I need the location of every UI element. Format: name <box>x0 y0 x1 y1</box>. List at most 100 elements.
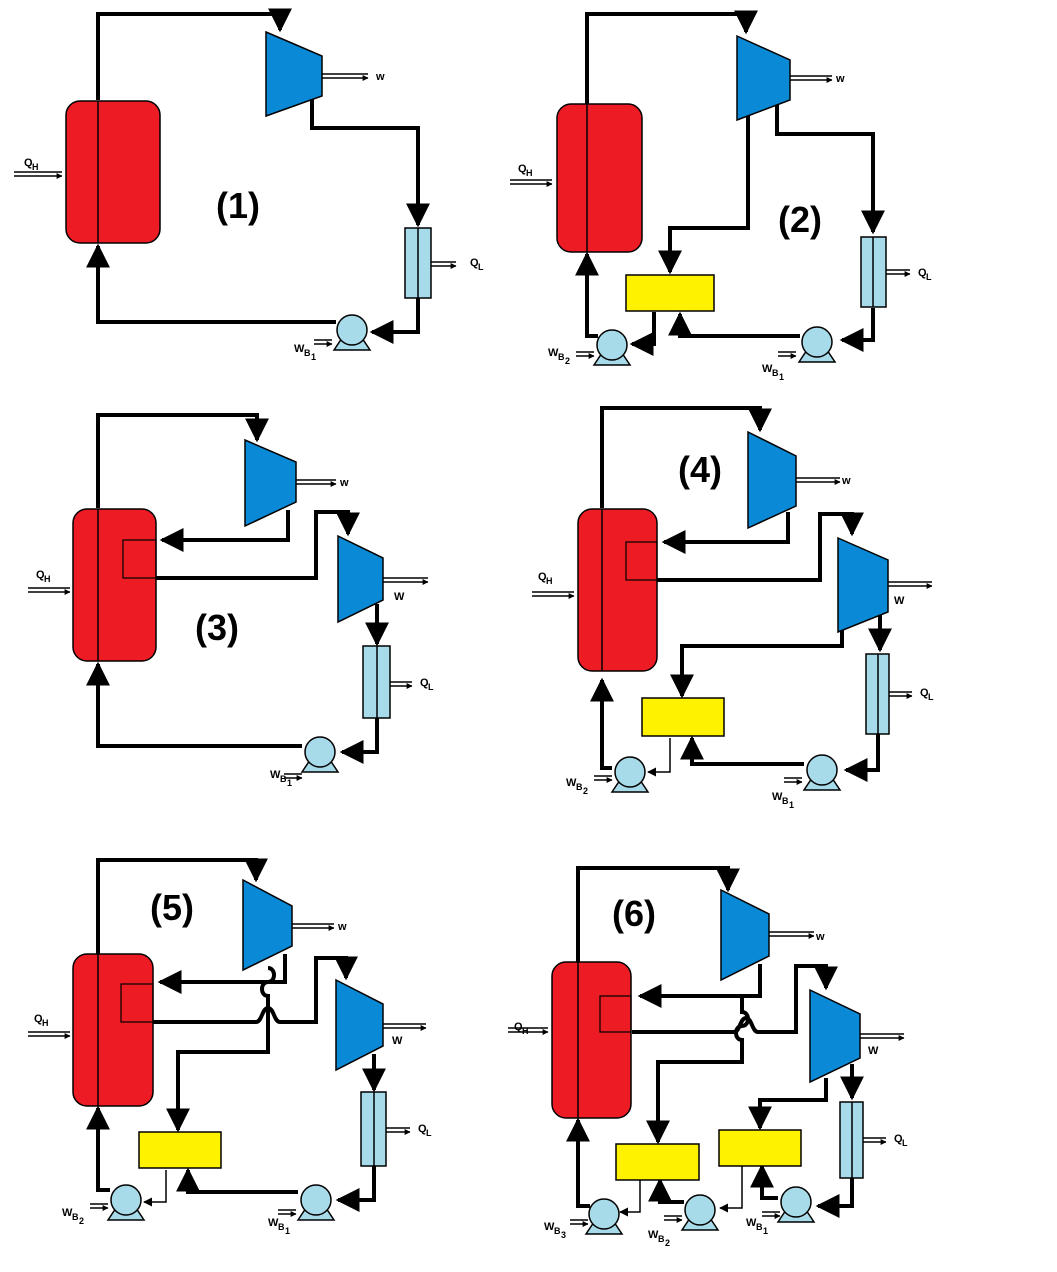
reheat-return-line <box>661 512 790 554</box>
pump1-work-label-sub: B <box>756 1222 763 1232</box>
boiler <box>72 508 157 662</box>
qh-label-sub: H <box>522 1026 529 1036</box>
pump2-work-label: W <box>62 1207 73 1219</box>
pump2-work-label-sub: B <box>558 352 565 362</box>
panel-number: (3) <box>195 607 239 648</box>
panel-2: (2) <box>510 10 910 366</box>
pump1-work-label: W <box>762 363 773 375</box>
hp-work-label: w <box>337 921 347 933</box>
qh-label: Q <box>24 157 33 169</box>
hp-turbine <box>747 430 797 530</box>
pump1-to-heater <box>668 311 800 338</box>
panel-4: (4) <box>532 406 932 793</box>
bleed-line <box>670 620 844 699</box>
qh-label-sub: H <box>546 576 553 586</box>
reheat-return-line <box>637 964 762 1008</box>
hp-work-label: w <box>841 475 851 487</box>
ql-label: Q <box>920 687 929 699</box>
condensate-line <box>369 298 420 344</box>
pump-2 <box>611 756 649 793</box>
ql-label: Q <box>894 1133 903 1145</box>
panel-1: (1) <box>14 8 456 351</box>
qh-label: Q <box>514 1021 523 1033</box>
feedwater-heater-1 <box>615 1143 700 1181</box>
heater-to-pump2 <box>629 312 656 356</box>
reheat-return-line <box>159 510 290 552</box>
pump2-work-label: W <box>566 777 577 789</box>
steam-line <box>600 406 772 508</box>
work-label: w <box>835 73 845 85</box>
panel-5: (5) <box>28 858 426 1221</box>
pump1-work-label-index: 1 <box>311 352 316 362</box>
panel-number: (2) <box>778 199 822 240</box>
feedwater-heater <box>138 1131 222 1169</box>
pump2-work-label-sub: B <box>576 782 583 792</box>
reheat-outlet-line <box>155 510 360 580</box>
pump1-work-label-index: 1 <box>287 778 292 788</box>
pump2-work-label-index: 2 <box>583 786 588 796</box>
pump-3 <box>585 1198 623 1235</box>
qh-label: Q <box>518 163 527 175</box>
ql-label-sub: L <box>928 692 934 702</box>
lp-work-label: W <box>868 1045 879 1057</box>
pump1-work-label-index: 1 <box>763 1226 768 1236</box>
qh-label: Q <box>36 569 45 581</box>
steam-line <box>96 413 269 508</box>
pump1-work-label-index: 1 <box>779 372 784 382</box>
lp-turbine <box>337 534 384 624</box>
steam-line <box>585 10 758 104</box>
turbine-exhaust-line <box>775 104 885 235</box>
feedwater-line <box>590 677 614 770</box>
hp-work-label: w <box>339 477 349 489</box>
ql-label-sub: L <box>426 1128 432 1138</box>
pump-2 <box>593 329 631 366</box>
boiler <box>72 953 154 1107</box>
pump1-work-label: W <box>294 343 305 355</box>
pump2-work-label: W <box>648 1229 659 1241</box>
steam-line <box>576 866 740 962</box>
pump2-work-label-index: 2 <box>665 1238 670 1248</box>
pump1-work-label-index: 1 <box>285 1226 290 1236</box>
boiler <box>556 103 643 253</box>
pump1-to-heater2 <box>750 1163 778 1200</box>
pump1-to-heater <box>176 1167 298 1194</box>
pump-1 <box>803 754 841 791</box>
hp-turbine <box>244 438 297 528</box>
feedwater-line <box>575 251 599 338</box>
steam-line <box>96 8 292 100</box>
qh-label-sub: H <box>526 168 533 178</box>
pump-1 <box>798 326 836 363</box>
pump1-work-label: W <box>772 791 783 803</box>
hp-turbine <box>242 878 293 972</box>
hp-work-label: w <box>815 931 825 943</box>
lp-work-label: W <box>894 595 905 607</box>
bleed-line <box>166 966 276 1133</box>
reheat-outlet-line <box>657 512 864 582</box>
pump3-work-label-index: 3 <box>561 1230 566 1240</box>
condensate-line <box>339 718 379 764</box>
pump-2 <box>107 1184 145 1221</box>
lp-work-label: W <box>394 591 405 603</box>
pump-1 <box>297 1184 335 1221</box>
qh-label-sub: H <box>32 162 39 172</box>
lp-turbine <box>837 536 889 634</box>
pump1-work-label-sub: B <box>278 1222 285 1232</box>
ql-label: Q <box>470 257 479 269</box>
bleed-line-2 <box>748 1078 828 1131</box>
panel-number: (1) <box>216 185 260 226</box>
pump-2 <box>681 1194 719 1231</box>
feedwater-line <box>86 661 302 748</box>
pump-1 <box>333 314 371 351</box>
pump1-work-label-sub: B <box>304 348 311 358</box>
pump-1 <box>777 1186 815 1223</box>
pump2-to-heater1 <box>648 1177 684 1204</box>
pump3-work-label-sub: B <box>554 1226 561 1236</box>
feedwater-line <box>86 243 336 324</box>
ql-label: Q <box>418 1123 427 1135</box>
pump3-work-label: W <box>544 1221 555 1233</box>
bleed-line <box>658 112 750 275</box>
qh-label-sub: H <box>44 574 51 584</box>
feedwater-heater <box>641 697 725 737</box>
